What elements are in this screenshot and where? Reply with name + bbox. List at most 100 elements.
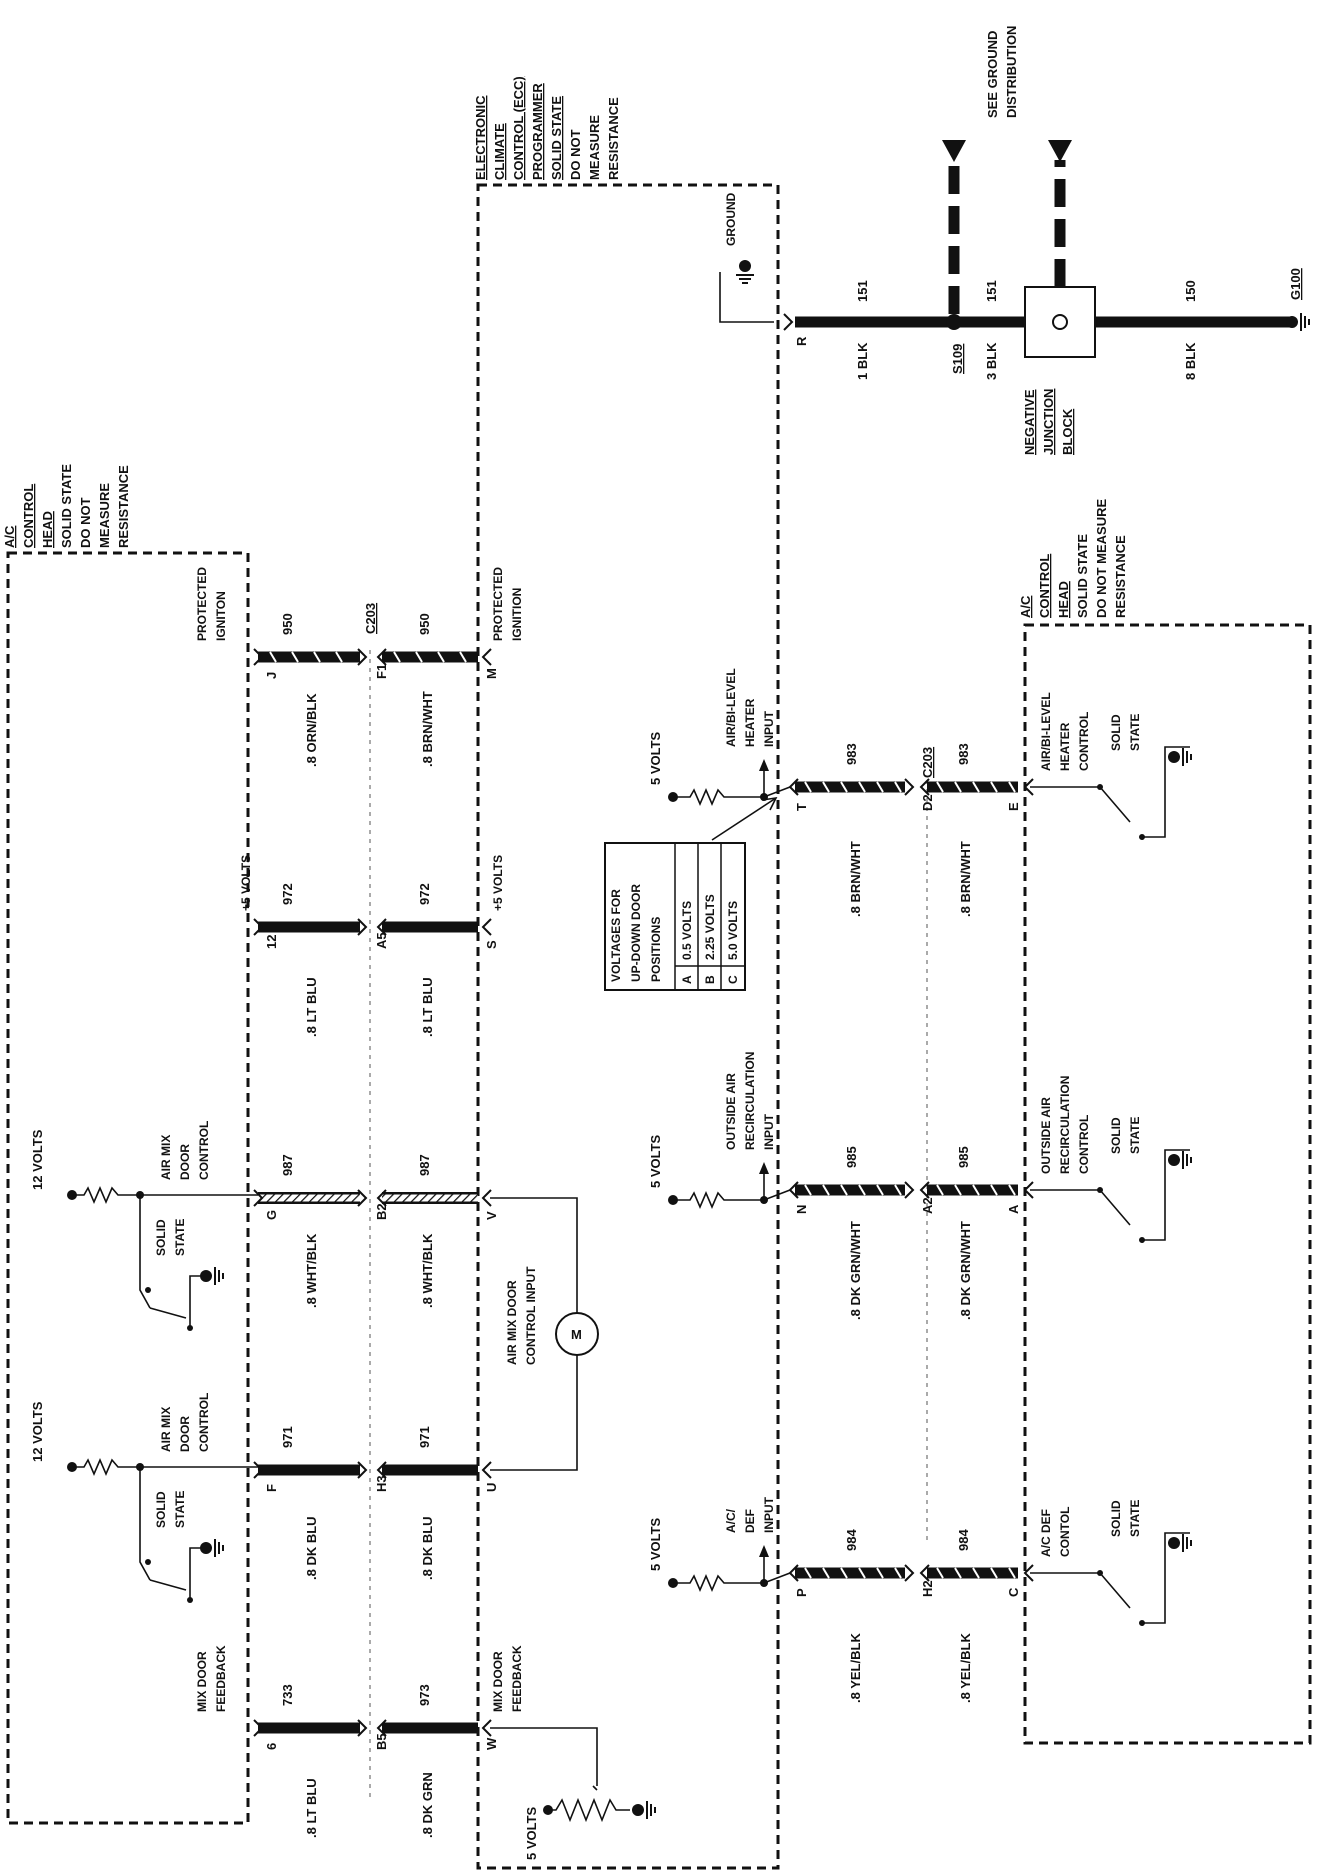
ecc-label-4-line-0: MIX DOOR xyxy=(491,1651,505,1712)
pin-v: V xyxy=(484,1211,499,1220)
pin-p: P xyxy=(794,1588,809,1597)
pin-a: A xyxy=(1006,1204,1021,1214)
svg-text:150: 150 xyxy=(1183,280,1198,302)
pin-b2: B2 xyxy=(374,1203,389,1220)
ecc-label-4-line-1: FEEDBACK xyxy=(510,1645,524,1712)
ac-control-head-left-box xyxy=(6,551,250,1825)
r-head-label-1-line-1: RECIRCULATION xyxy=(1058,1076,1072,1174)
r-head-label-0-line-0: AIR/BI-LEVEL xyxy=(1039,692,1053,771)
ground-note-line-1: DISTRIBUTION xyxy=(1004,26,1019,118)
wire-color-left-4: .8 LT BLU xyxy=(304,1778,319,1838)
r-ecc-label-2-line-0: A/C/ xyxy=(724,1508,738,1533)
pin-h3: H3 xyxy=(374,1475,389,1492)
ac-control-head-right-box xyxy=(1023,623,1312,1745)
pin-a5: A5 xyxy=(374,932,389,949)
ecc-title-line-0: ELECTRONIC xyxy=(473,95,488,180)
pin-t: T xyxy=(794,803,809,811)
motor-label-line-1: CONTROL INPUT xyxy=(524,1266,538,1365)
r-head-label-1-line-0: OUTSIDE AIR xyxy=(1039,1097,1053,1174)
ecc-programmer-box xyxy=(476,183,780,1870)
ac-right-title-line-5: RESISTANCE xyxy=(1113,535,1128,618)
ground-label: GROUND xyxy=(724,192,738,246)
pin-c: C xyxy=(1006,1587,1021,1597)
svg-text:151: 151 xyxy=(984,280,999,302)
pin-n: N xyxy=(794,1205,809,1214)
pin-b5: B5 xyxy=(374,1733,389,1750)
ecc-title-line-5: DO NOT xyxy=(568,129,583,180)
pin-h2: H2 xyxy=(920,1580,935,1597)
ac-left-title-line-5: MEASURE xyxy=(97,483,112,548)
junction-line-1: JUNCTION xyxy=(1041,389,1056,455)
r-head-label-0-line-1: HEATER xyxy=(1058,722,1072,771)
left-label-3-line-2: CONTROL xyxy=(197,1393,211,1452)
wire-color-right-4: .8 DK GRN xyxy=(420,1772,435,1838)
wire-num-972: 972 xyxy=(280,883,295,905)
r-volts-1: 5 VOLTS xyxy=(648,1134,663,1188)
ac-right-title-line-1: CONTROL xyxy=(1037,554,1052,618)
wire-color-left-2: .8 WHT/BLK xyxy=(304,1233,319,1308)
c203-label-left: C203 xyxy=(363,603,378,634)
vt-value-b: 2.25 VOLTS xyxy=(703,894,717,960)
c203-label-right: C203 xyxy=(920,747,935,778)
mix-door-feedback-pot: 5 VOLTS xyxy=(490,1727,656,1860)
vt-value-c: 5.0 VOLTS xyxy=(726,901,740,960)
svg-text:3 BLK: 3 BLK xyxy=(984,342,999,380)
wire-num-987: 987 xyxy=(417,1154,432,1176)
ac-right-title-line-3: SOLID STATE xyxy=(1075,534,1090,618)
wire-color-r-right-0: .8 BRN/WHT xyxy=(958,841,973,917)
left-label-4-line-1: FEEDBACK xyxy=(214,1645,228,1712)
left-label-0-line-1: IGNITON xyxy=(214,591,228,641)
vt-header-line-2: POSITIONS xyxy=(649,917,663,982)
left-label-0-line-0: PROTECTED xyxy=(195,567,209,641)
r-ecc-label-1-line-0: OUTSIDE AIR xyxy=(724,1073,738,1150)
pin-g: G xyxy=(264,1210,279,1220)
left-label-3-line-0: AIR MIX xyxy=(159,1407,173,1452)
feedback-volts: 5 VOLTS xyxy=(524,1806,539,1860)
motor-symbol: M xyxy=(571,1327,582,1342)
wire-color-r-right-2: .8 YEL/BLK xyxy=(958,1633,973,1703)
r-head-label-2-line-0: A/C DEF xyxy=(1039,1509,1053,1557)
wire-num-r-985: 985 xyxy=(844,1146,859,1168)
pin-e: E xyxy=(1006,802,1021,811)
wire-num-r2-984: 984 xyxy=(956,1529,971,1551)
r-switch-label-1-line-0: SOLID xyxy=(1109,1117,1123,1154)
r-switch-label-2-line-1: STATE xyxy=(1128,1499,1142,1537)
ecc-title-line-2: CONTROL (ECC) xyxy=(511,76,526,180)
pin-m: M xyxy=(484,668,499,679)
r-switch-label-2-line-0: SOLID xyxy=(1109,1500,1123,1537)
r-ecc-label-2-line-1: DEF xyxy=(743,1509,757,1533)
ecc-title-line-1: CLIMATE xyxy=(492,123,507,180)
r-head-label-2-line-1: CONTOL xyxy=(1058,1507,1072,1557)
splice-s109: S109 xyxy=(950,344,965,374)
wire-num-950: 950 xyxy=(417,613,432,635)
r-ecc-label-0-line-0: AIR/BI-LEVEL xyxy=(724,668,738,747)
wire-color-right-0: .8 BRN/WHT xyxy=(420,691,435,767)
ac-left-title-line-1: CONTROL xyxy=(21,484,36,548)
svg-text:1 BLK: 1 BLK xyxy=(855,342,870,380)
ac-left-title-line-4: DO NOT xyxy=(78,497,93,548)
wire-num-r2-983: 983 xyxy=(956,743,971,765)
wire-color-right-1: .8 LT BLU xyxy=(420,977,435,1037)
wire-color-r-right-1: .8 DK GRN/WHT xyxy=(958,1221,973,1320)
wire-color-right-3: .8 DK BLU xyxy=(420,1516,435,1580)
left-label-2-line-2: CONTROL xyxy=(197,1121,211,1180)
r-ecc-label-2-line-2: INPUT xyxy=(762,1496,776,1533)
pin-j: J xyxy=(264,672,279,679)
switch-label-2-line-1: STATE xyxy=(173,1218,187,1256)
wire-num-971: 971 xyxy=(417,1426,432,1448)
vt-key-c: C xyxy=(726,975,740,984)
wire-num-733: 733 xyxy=(280,1684,295,1706)
ac-left-title-line-2: HEAD xyxy=(40,511,55,548)
r-volts-0: 5 VOLTS xyxy=(648,731,663,785)
volts-3: 12 VOLTS xyxy=(30,1401,45,1462)
r-ecc-label-0-line-2: INPUT xyxy=(762,710,776,747)
